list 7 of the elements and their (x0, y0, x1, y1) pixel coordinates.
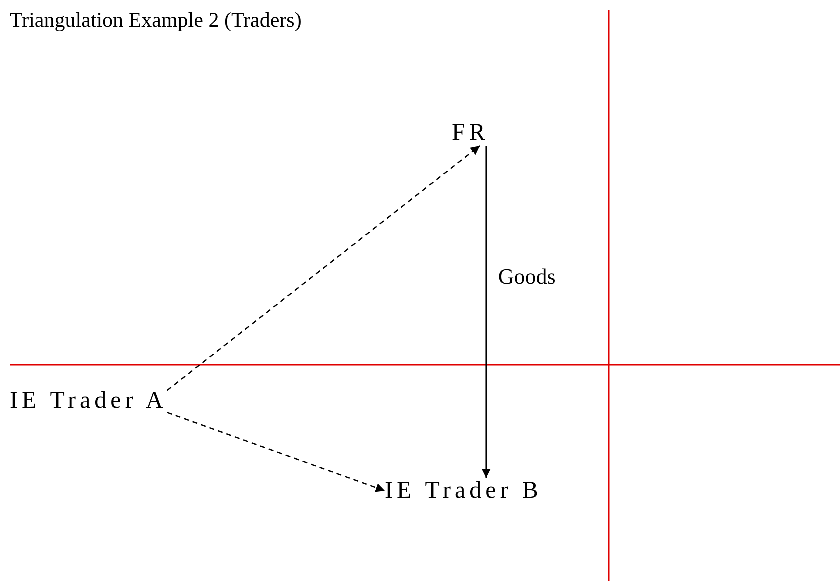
arrow (167, 412, 386, 492)
arrow (166, 145, 480, 392)
place-label: IE Trader B (385, 478, 542, 504)
place-label: FR (452, 120, 490, 146)
place-label: IE Trader A (10, 388, 168, 414)
arrow (482, 146, 491, 478)
diagram-title: Triangulation Example 2 (Traders) (10, 8, 302, 33)
